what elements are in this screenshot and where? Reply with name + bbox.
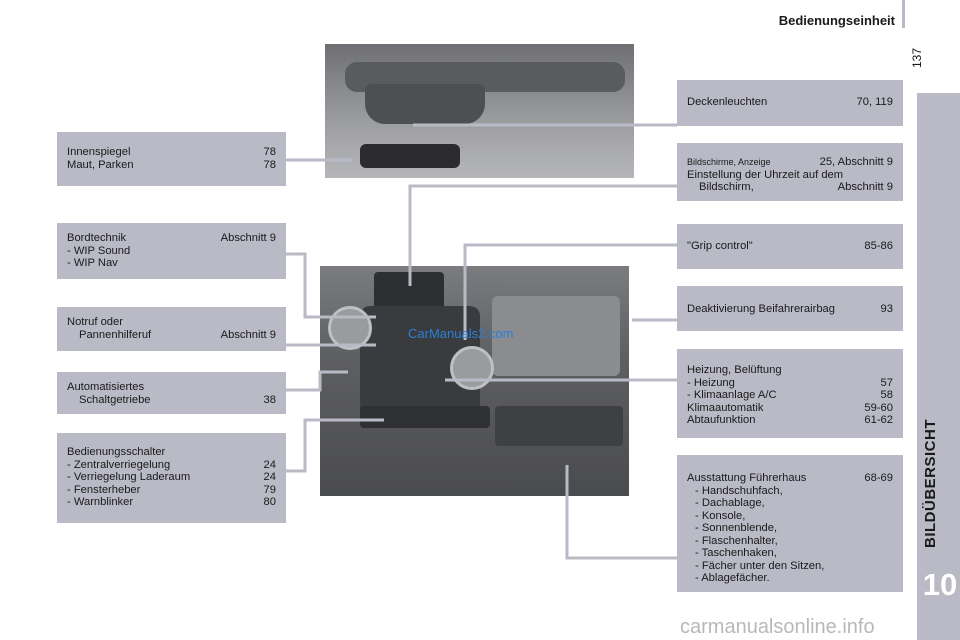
- deckenleuchten-label: Deckenleuchten: [687, 96, 768, 108]
- uhrzeit-label: Einstellung der Uhrzeit auf dem: [687, 168, 844, 181]
- list-item-page: 61-62: [864, 414, 893, 426]
- list-item: - Sonnenblende,: [695, 522, 778, 534]
- list-item: - Klimaanlage A/C: [687, 389, 777, 401]
- list-item: - Warnblinker: [67, 496, 134, 508]
- innenspiegel-page: 78: [263, 146, 276, 158]
- bordtechnik-page: Abschnitt 9: [220, 232, 276, 244]
- list-item: - Taschenhaken,: [695, 547, 777, 559]
- connector-getriebe: [286, 370, 348, 392]
- box-bordtechnik: Bordtechnik Abschnitt 9 - WIP Sound - WIP…: [57, 223, 286, 279]
- glovebox: [492, 296, 620, 376]
- list-item: - Ablagefächer.: [695, 572, 770, 584]
- pannenhilferuf-label: Pannenhilferuf: [79, 328, 152, 341]
- list-item: - Heizung: [687, 376, 735, 389]
- list-item: - Handschuhfach,: [695, 484, 783, 497]
- chapter-sidebar: [917, 93, 960, 640]
- maut-label: Maut, Parken: [67, 158, 134, 171]
- bildschirm-page: Abschnitt 9: [837, 181, 893, 193]
- wip-nav-item: - WIP Nav: [67, 257, 118, 269]
- header-divider: [902, 0, 905, 28]
- grip-label: "Grip control": [687, 240, 753, 252]
- list-item-page: 80: [263, 496, 276, 508]
- connector-schalter: [286, 418, 384, 473]
- connector-bordtechnik: [286, 252, 376, 319]
- box-deckenleuchten: Deckenleuchten 70, 119: [677, 80, 903, 126]
- notruf-label: Notruf oder: [67, 316, 123, 328]
- list-item: - Dachablage,: [695, 497, 765, 509]
- list-item: - Zentralverriegelung: [67, 458, 171, 471]
- box-ausstattung: Ausstattung Führerhaus 68-69 - Handschuhf…: [677, 455, 903, 592]
- wip-sound-item: - WIP Sound: [67, 244, 131, 257]
- list-item-page: 24: [263, 471, 276, 483]
- box-innenspiegel: Innenspiegel 78 Maut, Parken 78: [57, 132, 286, 186]
- ceiling-lamp: [365, 84, 485, 124]
- list-item: - Flaschenhalter,: [695, 534, 778, 547]
- switch-row: [360, 406, 490, 428]
- left-vent: [328, 306, 372, 350]
- list-item-page: 57: [880, 376, 893, 389]
- airbag-page: 93: [880, 303, 893, 315]
- page-header-title: Bedienungseinheit: [778, 13, 895, 28]
- box-getriebe: Automatisiertes Schaltgetriebe 38: [57, 372, 286, 414]
- list-item-page: 58: [880, 389, 893, 401]
- getriebe-page: 38: [263, 393, 276, 406]
- box-notruf: Notruf oder Pannenhilferuf Abschnitt 9: [57, 307, 286, 351]
- airbag-label: Deaktivierung Beifahrerairbag: [687, 303, 836, 315]
- list-item: - Fächer unter den Sitzen,: [695, 559, 825, 572]
- connector-bildschirme: [408, 184, 677, 286]
- list-item: - Konsole,: [695, 509, 746, 522]
- bildschirme-label: Bildschirme, Anzeige: [687, 157, 771, 167]
- innenspiegel-label: Innenspiegel: [67, 146, 131, 158]
- deckenleuchten-page: 70, 119: [856, 96, 894, 108]
- right-vent: [450, 346, 494, 390]
- bildschirme-page: 25, Abschnitt 9: [819, 156, 893, 168]
- box-grip: "Grip control" 85-86: [677, 224, 903, 269]
- grip-page: 85-86: [864, 240, 893, 252]
- connector-ausstattung: [565, 465, 677, 560]
- schaltgetriebe-label: Schaltgetriebe: [79, 393, 151, 406]
- rear-view-mirror: [360, 144, 460, 168]
- ceiling-photo: [325, 44, 634, 178]
- notruf-page: Abschnitt 9: [220, 328, 276, 341]
- list-item: - Fensterheber: [67, 483, 141, 496]
- bildschirm-label: Bildschirm,: [699, 181, 754, 193]
- box-heizung: Heizung, Belüftung - Heizung 57 - Klimaan…: [677, 349, 903, 438]
- box-schalter: Bedienungsschalter - Zentralverriegelung…: [57, 433, 286, 523]
- list-item: Klimaautomatik: [687, 401, 764, 414]
- list-item-page: 59-60: [864, 401, 893, 414]
- list-item: - Verriegelung Laderaum: [67, 471, 191, 483]
- chapter-number: 10: [922, 567, 958, 602]
- getriebe-label: Automatisiertes: [67, 381, 145, 393]
- maut-page: 78: [263, 158, 276, 171]
- dash-shelf: [495, 406, 623, 446]
- ausstattung-title: Ausstattung Führerhaus: [687, 472, 807, 484]
- connector-grip: [463, 243, 677, 340]
- ausstattung-page: 68-69: [864, 472, 893, 484]
- box-airbag: Deaktivierung Beifahrerairbag 93: [677, 286, 903, 331]
- schalter-title: Bedienungsschalter: [67, 446, 166, 458]
- bordtechnik-label: Bordtechnik: [67, 232, 127, 244]
- list-item-page: 24: [263, 458, 276, 471]
- watermark-center: CarManuals2.com: [408, 326, 514, 341]
- box-bildschirme: Bildschirme, Anzeige 25, Abschnitt 9 Eins…: [677, 143, 903, 201]
- heizung-title: Heizung, Belüftung: [687, 364, 782, 376]
- watermark-footer[interactable]: carmanualsonline.info: [680, 616, 875, 638]
- list-item: Abtaufunktion: [687, 414, 756, 426]
- list-item-page: 79: [263, 483, 276, 496]
